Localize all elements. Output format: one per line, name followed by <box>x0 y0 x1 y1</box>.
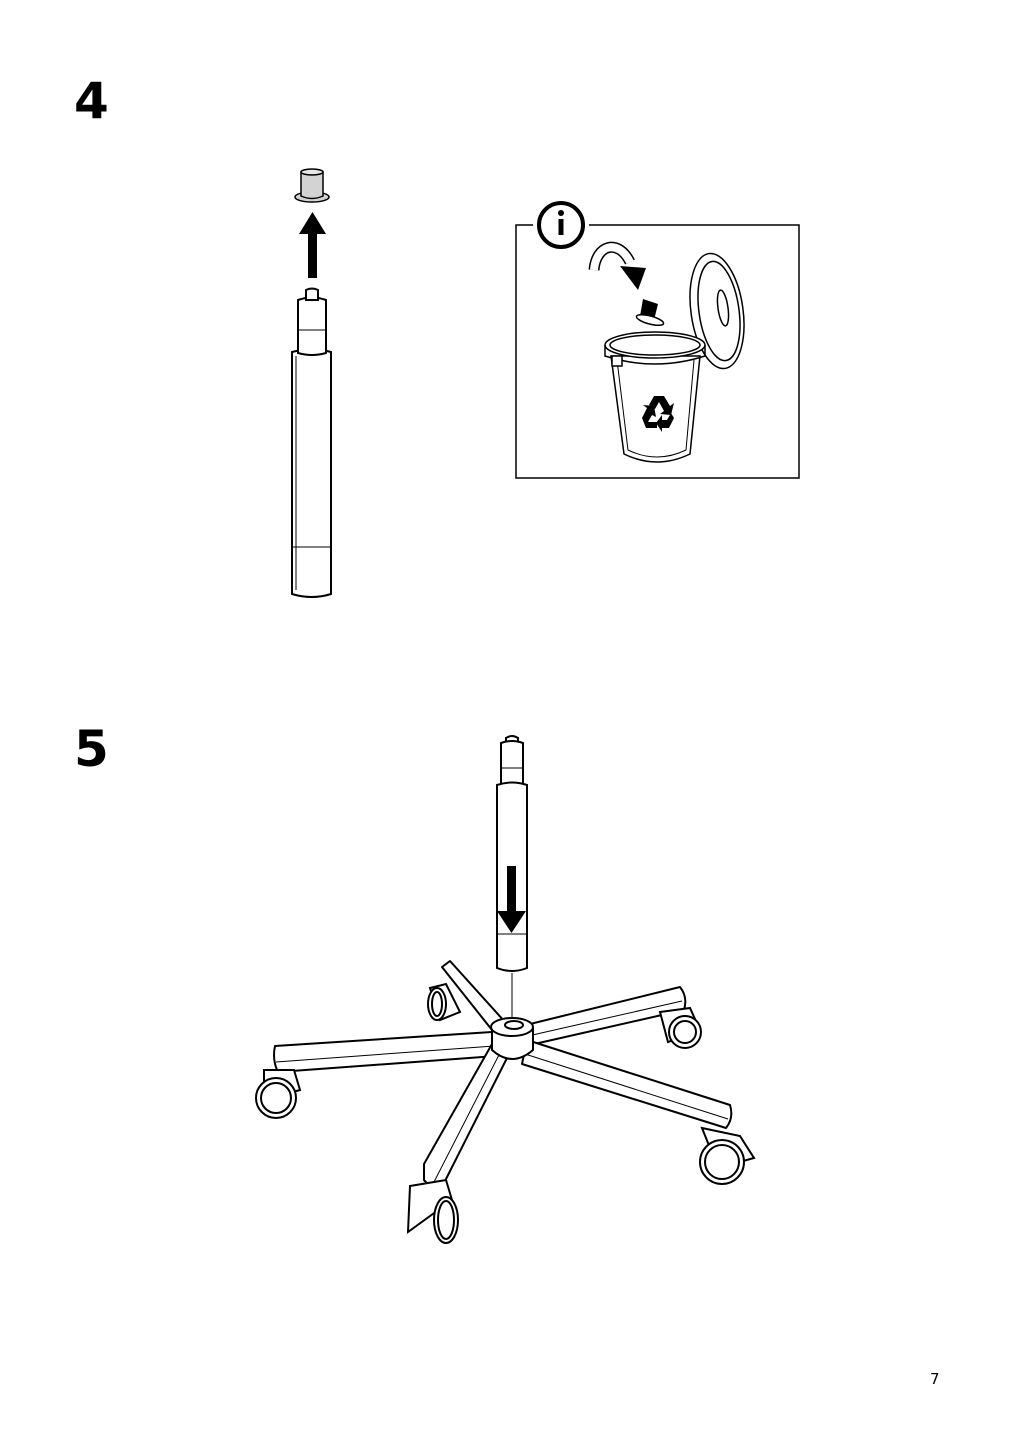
protective-cap <box>294 168 330 203</box>
caster <box>255 1069 302 1119</box>
gas-cylinder <box>291 287 332 598</box>
info-panel <box>515 197 800 479</box>
caster <box>658 1006 702 1049</box>
step-4-number: 4 <box>74 72 109 130</box>
caster <box>406 1178 459 1244</box>
falling-cap <box>635 299 665 327</box>
step-5-number: 5 <box>74 720 109 778</box>
recycle-icon <box>642 396 674 432</box>
bin-lid <box>689 252 745 370</box>
gas-cylinder <box>496 735 528 972</box>
chair-base <box>273 960 733 1187</box>
recycle-bin <box>604 331 706 463</box>
caster <box>427 982 462 1022</box>
arrow-down-icon <box>497 866 526 933</box>
caster <box>699 1126 756 1185</box>
arrow-up-icon <box>299 212 326 278</box>
page-number: 7 <box>930 1370 940 1388</box>
info-icon <box>537 201 585 249</box>
step-4-illustration <box>291 168 800 598</box>
step-5-illustration <box>255 735 756 1244</box>
